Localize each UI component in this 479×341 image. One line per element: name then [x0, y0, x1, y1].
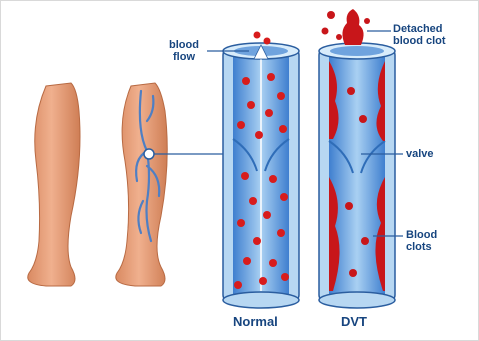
label-valve: valve [406, 148, 434, 160]
caption-normal: Normal [233, 314, 278, 329]
leg-right [116, 83, 167, 286]
detached-clot [322, 9, 371, 45]
vein-normal [223, 32, 299, 309]
caption-dvt: DVT [341, 314, 367, 329]
label-detached-clot: Detached blood clot [393, 23, 446, 47]
leg-left [28, 83, 80, 286]
label-blood-clots: Blood clots [406, 229, 437, 253]
vein-highlight-marker [144, 149, 154, 159]
label-blood-flow: blood flow [161, 39, 207, 63]
vein-dvt [319, 9, 395, 308]
